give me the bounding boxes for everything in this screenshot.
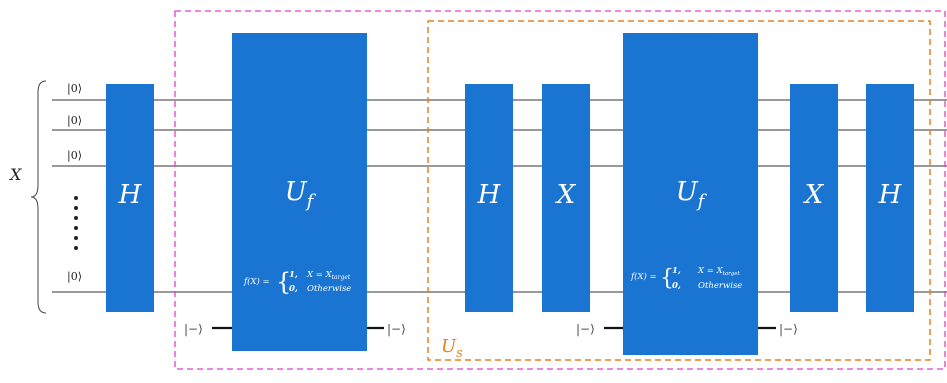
ancilla-ket-out-1: |−⟩: [387, 322, 406, 336]
pauli-x-gate-1: [542, 84, 590, 312]
qubit-ket-n: |0⟩: [67, 270, 82, 284]
pauli-x-gate-1-label: X: [555, 180, 577, 210]
oracle-gate-2: [623, 33, 758, 355]
pauli-x-gate-2: [790, 84, 838, 312]
oracle-definition-2-lhs: f(X) =: [630, 271, 657, 282]
hadamard-gate-initial-label: H: [118, 180, 143, 210]
grover-iteration-box: [174, 10, 946, 370]
oracle-definition-1-case2-cond: Otherwise: [307, 284, 351, 294]
hadamard-gate-diffusion-2-label: H: [878, 180, 903, 210]
hadamard-gate-diffusion-1: [465, 84, 513, 312]
oracle-definition-2-case2-value: 0,: [672, 281, 681, 291]
hadamard-gate-initial: [106, 84, 154, 312]
register-brace: [30, 80, 47, 314]
oracle-definition-1-case1-value: 1,: [289, 270, 298, 280]
ancilla-ket-out-2: |−⟩: [779, 322, 798, 336]
diffusion-operator-label: Us: [441, 336, 463, 361]
oracle-definition-2-case2-cond: Otherwise: [698, 281, 742, 291]
oracle-definition-2-brace: {: [660, 266, 674, 291]
oracle-definition-1-brace: {: [276, 268, 291, 296]
oracle-definition-2-case1-value: 1,: [672, 266, 681, 276]
qubit-ket-1: |0⟩: [67, 82, 82, 96]
hadamard-gate-diffusion-1-label: H: [477, 180, 502, 210]
diffusion-operator-box: [427, 20, 931, 361]
ancilla-ket-in-1: |−⟩: [184, 322, 203, 336]
pauli-x-gate-2-label: X: [803, 180, 825, 210]
qubit-ellipsis: [74, 196, 78, 250]
oracle-definition-1: f(X) = { 1, X = Xtarget 0, Otherwise: [243, 268, 351, 296]
oracle-definition-2: f(X) = { 1, X = Xtarget 0, Otherwise: [630, 266, 742, 291]
hadamard-gate-diffusion-2: [866, 84, 914, 312]
qubit-ket-3: |0⟩: [67, 149, 82, 163]
register-label: X: [8, 165, 22, 184]
oracle-definition-2-case1-cond: X = Xtarget: [697, 266, 741, 277]
qubit-ket-2: |0⟩: [67, 114, 82, 128]
oracle-definition-1-lhs: f(X) =: [243, 276, 270, 287]
oracle-gate-1: [232, 33, 367, 351]
ancilla-ket-in-2: |−⟩: [576, 322, 595, 336]
oracle-definition-1-case1-cond: X = Xtarget: [306, 270, 351, 281]
oracle-definition-1-case2-value: 0,: [289, 284, 298, 294]
